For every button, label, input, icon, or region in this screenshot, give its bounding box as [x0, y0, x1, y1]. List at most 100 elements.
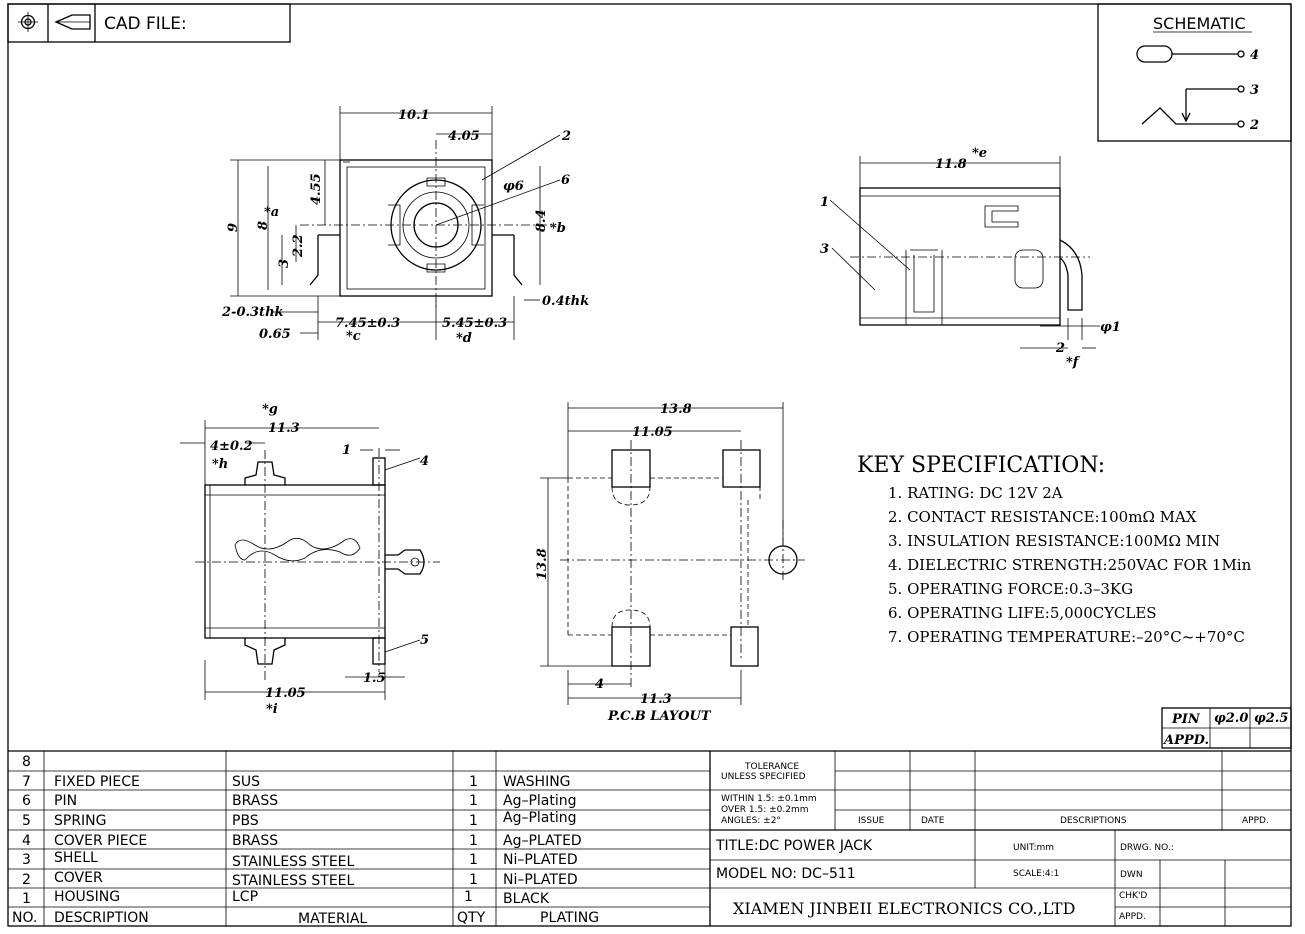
date-header: DATE [921, 816, 945, 826]
bom-no: 2 [22, 872, 31, 888]
bom-qty: 1 [469, 852, 478, 868]
bom-no: 7 [22, 774, 31, 790]
bom-no: 1 [22, 891, 31, 907]
drawing-title: TITLE:DC POWER JACK [715, 838, 873, 854]
dim-11-3-top: 11.3 [268, 421, 300, 436]
unit-label: UNIT:mm [1013, 843, 1054, 853]
pin-appd-label: APPD. [1162, 733, 1209, 748]
cad-file-label: CAD FILE: [104, 14, 187, 34]
dim-9: 9 [226, 223, 241, 232]
bom-material: STAINLESS STEEL [232, 873, 355, 889]
tolerance-sub: UNLESS SPECIFIED [721, 772, 806, 782]
pin-label: PIN [1171, 712, 1201, 727]
note-i: *i [266, 702, 278, 717]
spec-item: 7. OPERATING TEMPERATURE:–20°C~+70°C [888, 628, 1245, 646]
bom-plating: Ni–PLATED [503, 852, 578, 868]
note-d: *d [456, 331, 472, 346]
dim-2: 2 [1055, 341, 1065, 356]
note-f: *f [1066, 355, 1081, 370]
bom-no: 3 [22, 852, 31, 868]
schematic-pin-3: 3 [1250, 83, 1259, 98]
spec-item: 3. INSULATION RESISTANCE:100MΩ MIN [888, 532, 1220, 550]
callout-3: 3 [820, 242, 829, 257]
bom-no: 8 [22, 754, 31, 770]
spec-item: 2. CONTACT RESISTANCE:100mΩ MAX [888, 508, 1197, 526]
pcb-layout-label: P.C.B LAYOUT [607, 709, 712, 724]
scale-label: SCALE:4:1 [1013, 869, 1059, 879]
bom-description: COVER PIECE [54, 833, 147, 849]
bom-description: FIXED PIECE [54, 774, 140, 790]
bom-description: COVER [54, 870, 103, 886]
spec-item: 4. DIELECTRIC STRENGTH:250VAC FOR 1Min [888, 556, 1252, 574]
bom-material: BRASS [232, 833, 278, 849]
dim-1-top: 1 [342, 443, 351, 458]
bom-plating: Ni–PLATED [503, 872, 578, 888]
dim-11-8: 11.8 [935, 157, 967, 172]
bom-no: 5 [22, 813, 31, 829]
pin-size-2-0: φ2.0 [1214, 711, 1248, 726]
dim-phi-1: φ1 [1100, 320, 1121, 335]
header-box: CAD FILE: [7, 3, 291, 43]
schematic-box: SCHEMATIC 4 3 2 [1097, 3, 1292, 142]
bom-material: SUS [232, 774, 260, 790]
spec-item: 6. OPERATING LIFE:5,000CYCLES [888, 604, 1157, 622]
tol-line-2: OVER 1.5: ±0.2mm [721, 805, 808, 815]
tol-line-1: WITHIN 1.5: ±0.1mm [721, 794, 817, 804]
tolerance-label: TOLERANCE [744, 762, 799, 772]
front-view: 10.1 4.05 2 6 φ6 9 8 *a 4.55 8.4 *b 2.2 … [221, 106, 589, 346]
bom-material: STAINLESS STEEL [232, 854, 355, 870]
spec-item: 1. RATING: DC 12V 2A [888, 484, 1063, 502]
bom-qty: 1 [469, 833, 478, 849]
callout-6: 6 [561, 173, 570, 188]
dim-11-05-top: 11.05 [265, 686, 306, 701]
bom-table: 8 7 FIXED PIECE SUS 1 WASHING 6 PIN BRAS… [8, 750, 1291, 927]
dim-0-65: 0.65 [259, 327, 291, 342]
dim-4-0-2: 4±0.2 [210, 439, 253, 454]
note-a: *a [264, 205, 279, 220]
appd-header: APPD. [1242, 816, 1269, 826]
appd2-label: APPD. [1119, 912, 1146, 922]
bom-header-material: MATERIAL [298, 911, 367, 927]
bom-description: PIN [54, 793, 77, 809]
bom-description: SPRING [54, 813, 107, 829]
bom-description: HOUSING [54, 889, 120, 905]
sheet-border [7, 3, 1292, 927]
bom-plating: Ag–Plating [503, 793, 577, 809]
dim-8-4: 8.4 [534, 209, 549, 232]
dim-0-4thk: 0.4thk [542, 294, 589, 309]
bom-plating: Ag–Plating [503, 810, 577, 826]
callout-5: 5 [420, 633, 429, 648]
note-c: *c [346, 329, 361, 344]
bom-material: PBS [232, 813, 259, 829]
note-b: *b [550, 221, 566, 236]
bom-no: 6 [22, 793, 31, 809]
model-number: MODEL NO: DC–511 [716, 866, 856, 882]
tol-line-3: ANGLES: ±2° [721, 816, 781, 826]
dwn-label: DWN [1120, 870, 1143, 880]
bom-qty: 1 [469, 774, 478, 790]
dim-1-5: 1.5 [363, 671, 386, 686]
dim-11-3-pcb: 11.3 [640, 692, 672, 707]
callout-2: 2 [561, 129, 571, 144]
dim-4-05: 4.05 [448, 129, 480, 144]
schematic-title: SCHEMATIC [1153, 14, 1246, 33]
bom-header-description: DESCRIPTION [54, 910, 149, 926]
bom-material: BRASS [232, 793, 278, 809]
side-view: 11.8 *e 1 3 φ1 2 *f [820, 146, 1121, 370]
bom-qty: 1 [464, 889, 473, 905]
dim-5-45: 5.45±0.3 [442, 316, 507, 331]
chkd-label: CHK'D [1119, 891, 1147, 901]
dim-8: 8 [256, 221, 271, 230]
bom-material: LCP [232, 889, 258, 905]
issue-header: ISSUE [858, 816, 885, 826]
bom-header-no: NO. [12, 910, 37, 926]
dim-3: 3 [277, 259, 292, 268]
key-specification: KEY SPECIFICATION: 1. RATING: DC 12V 2A … [857, 453, 1252, 646]
dim-2-2: 2.2 [291, 234, 306, 258]
bom-no: 4 [22, 833, 31, 849]
dim-11-05-pcb: 11.05 [632, 425, 673, 440]
dim-4-pcb: 4 [595, 677, 604, 692]
top-view: *g 11.3 4±0.2 *h 1 4 5 1.5 11.05 *i [180, 402, 440, 717]
bom-qty: 1 [469, 872, 478, 888]
